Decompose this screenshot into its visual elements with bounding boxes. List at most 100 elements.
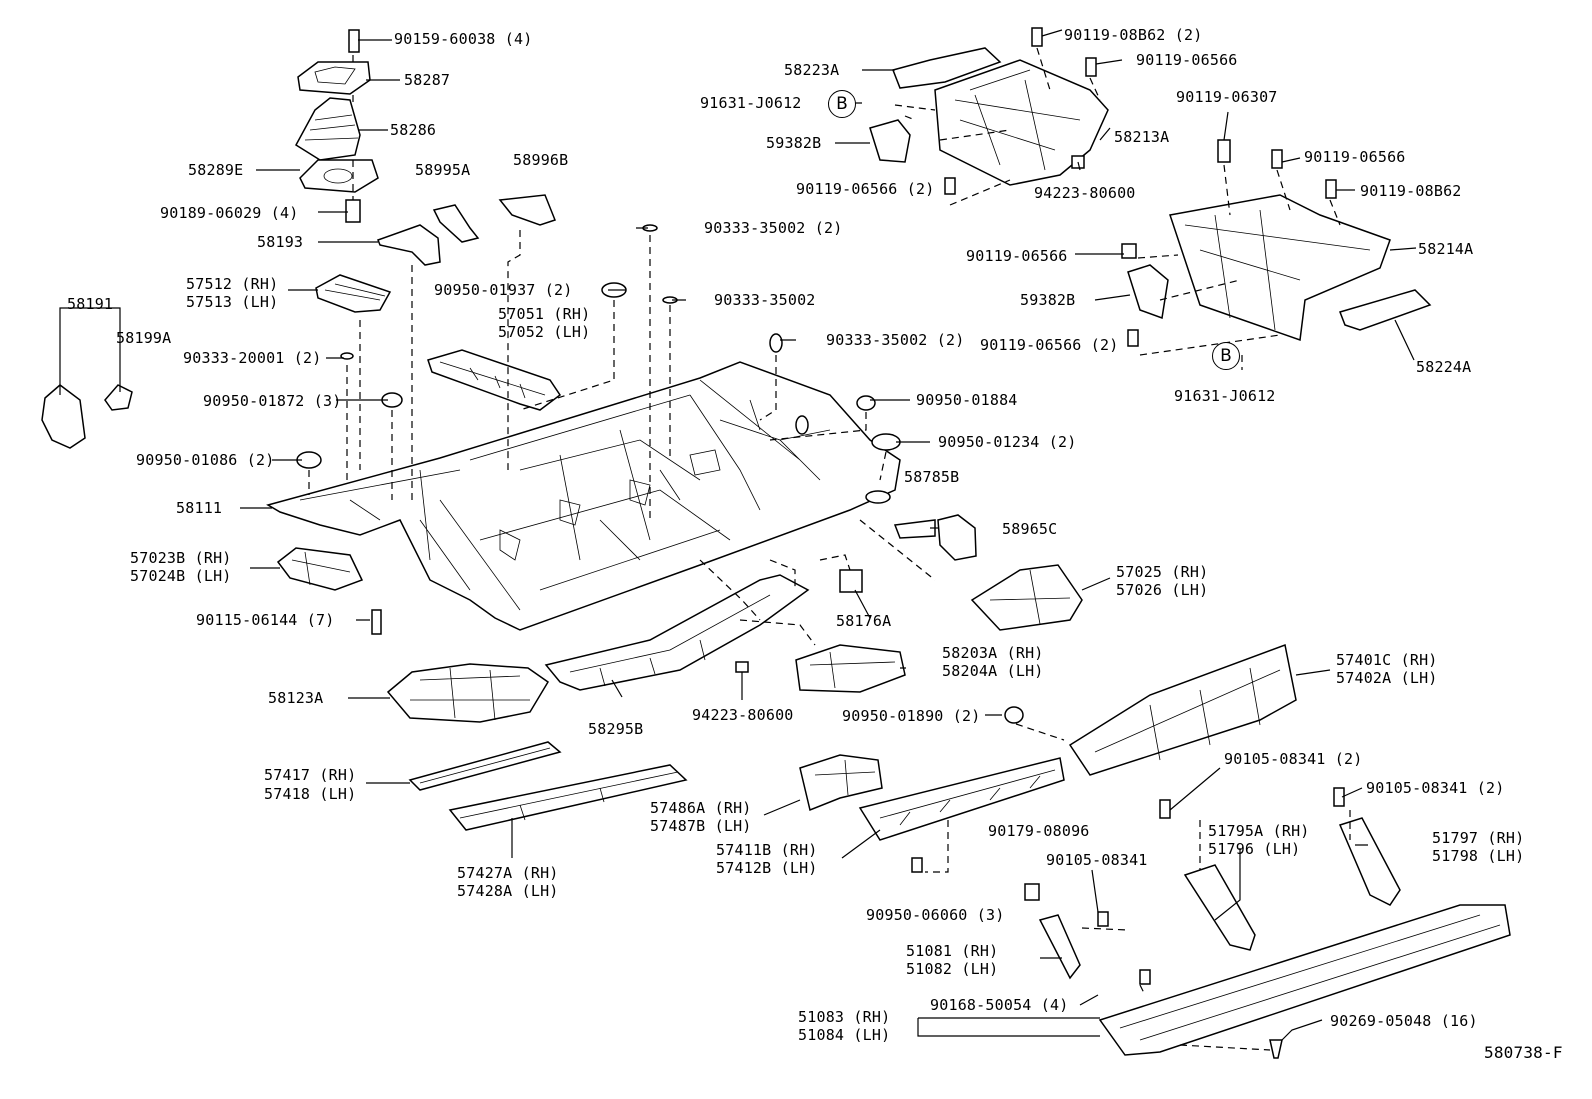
- part-label: 90119-06566 (2): [980, 336, 1119, 354]
- part-label: 90119-06566: [1136, 51, 1238, 69]
- part-label: 57026 (LH): [1116, 581, 1209, 599]
- part-label: 57417 (RH): [264, 766, 357, 784]
- part-label: 90333-35002: [714, 291, 816, 309]
- rear-floor-58213A: [869, 47, 1109, 186]
- part-57401C: [1004, 643, 1297, 776]
- callout-bubble-b: B: [1212, 342, 1240, 370]
- crossmember-57051: [427, 349, 562, 411]
- part-label: 58214A: [1418, 240, 1474, 258]
- part-label: 59382B: [1020, 291, 1076, 309]
- part-label: 90950-01234 (2): [938, 433, 1077, 451]
- part-label: 58287: [404, 71, 451, 89]
- part-label: 90269-05048 (16): [1330, 1012, 1478, 1030]
- part-label: 57402A (LH): [1336, 669, 1438, 687]
- part-label: 51082 (LH): [906, 960, 999, 978]
- part-label: 58223A: [784, 61, 840, 79]
- part-label: 57412B (LH): [716, 859, 818, 877]
- part-label: 51798 (LH): [1432, 847, 1525, 865]
- part-label: 57051 (RH): [498, 305, 591, 323]
- shift-boot-parts: [295, 29, 379, 223]
- part-label: 58203A (RH): [942, 644, 1044, 662]
- part-label: 57513 (LH): [186, 293, 279, 311]
- part-label: 57023B (RH): [130, 549, 232, 567]
- part-label: 58111: [176, 499, 223, 517]
- part-58203A: [735, 569, 906, 693]
- part-label: 58199A: [116, 329, 172, 347]
- callout-bubble-b: B: [828, 90, 856, 118]
- part-label: 90950-01937 (2): [434, 281, 573, 299]
- part-57025: [893, 514, 1083, 631]
- part-label: 90950-01890 (2): [842, 707, 981, 725]
- part-label: 58204A (LH): [942, 662, 1044, 680]
- part-label: 90119-06566 (2): [796, 180, 935, 198]
- bracket-parts: [41, 194, 901, 469]
- part-label: 58193: [257, 233, 304, 251]
- part-label: 57418 (LH): [264, 785, 357, 803]
- part-label: 58996B: [513, 151, 569, 169]
- rear-fasteners: [944, 27, 1337, 347]
- part-label: 90333-20001 (2): [183, 349, 322, 367]
- rails-57417-57427A: [408, 741, 688, 831]
- part-58295B: [544, 574, 810, 691]
- part-label: 57025 (RH): [1116, 563, 1209, 581]
- part-label: 58785B: [904, 468, 960, 486]
- part-label: 90950-06060 (3): [866, 906, 1005, 924]
- part-label: 90105-08341 (2): [1224, 750, 1363, 768]
- part-label: 90168-50054 (4): [930, 996, 1069, 1014]
- part-label: 94223-80600: [692, 706, 794, 724]
- rear-floor-58214A: [1127, 194, 1432, 342]
- part-label: 91631-J0612: [700, 94, 802, 112]
- part-57023B: [276, 547, 382, 635]
- part-label: 58224A: [1416, 358, 1472, 376]
- part-label: 90119-06566: [966, 247, 1068, 265]
- part-label: 90950-01884: [916, 391, 1018, 409]
- part-label: 51796 (LH): [1208, 840, 1301, 858]
- part-label: 58191: [67, 295, 114, 313]
- part-label: 51084 (LH): [798, 1026, 891, 1044]
- part-label: 57428A (LH): [457, 882, 559, 900]
- part-label: 90189-06029 (4): [160, 204, 299, 222]
- part-label: 57052 (LH): [498, 323, 591, 341]
- part-label: 90159-60038 (4): [394, 30, 533, 48]
- part-label: 91631-J0612: [1174, 387, 1276, 405]
- part-label: 90119-08B62 (2): [1064, 26, 1203, 44]
- part-label: 90119-06307: [1176, 88, 1278, 106]
- part-label: 90333-35002 (2): [704, 219, 843, 237]
- floor-pan-58111: [266, 361, 901, 631]
- part-label: 90179-08096: [988, 822, 1090, 840]
- part-label: 58286: [390, 121, 437, 139]
- part-label: 90950-01086 (2): [136, 451, 275, 469]
- part-label: 57512 (RH): [186, 275, 279, 293]
- part-57486A: [799, 754, 883, 812]
- dashed-lines: [308, 47, 1351, 1051]
- part-57411B: [858, 757, 1065, 873]
- part-label: 51795A (RH): [1208, 822, 1310, 840]
- part-label: 90119-06566: [1304, 148, 1406, 166]
- part-label: 58995A: [415, 161, 471, 179]
- part-label: 58123A: [268, 689, 324, 707]
- part-label: 94223-80600: [1034, 184, 1136, 202]
- part-label: 57411B (RH): [716, 841, 818, 859]
- part-label: 59382B: [766, 134, 822, 152]
- part-label: 90119-08B62: [1360, 182, 1462, 200]
- part-label: 57401C (RH): [1336, 651, 1438, 669]
- part-label: 90115-06144 (7): [196, 611, 335, 629]
- part-label: 90950-01872 (3): [203, 392, 342, 410]
- part-label: 51083 (RH): [798, 1008, 891, 1026]
- part-label: 58213A: [1114, 128, 1170, 146]
- part-label: 57427A (RH): [457, 864, 559, 882]
- part-label: 90105-08341: [1046, 851, 1148, 869]
- part-label: 58176A: [836, 612, 892, 630]
- part-label: 58965C: [1002, 520, 1058, 538]
- part-label: 57024B (LH): [130, 567, 232, 585]
- part-label: 58289E: [188, 161, 244, 179]
- part-label: 51797 (RH): [1432, 829, 1525, 847]
- part-label: 90333-35002 (2): [826, 331, 965, 349]
- part-label: 58295B: [588, 720, 644, 738]
- diagram-code: 580738-F: [1484, 1043, 1563, 1062]
- part-51083-step: [1024, 787, 1511, 1059]
- part-label: 57487B (LH): [650, 817, 752, 835]
- part-label: 51081 (RH): [906, 942, 999, 960]
- part-label: 90105-08341 (2): [1366, 779, 1505, 797]
